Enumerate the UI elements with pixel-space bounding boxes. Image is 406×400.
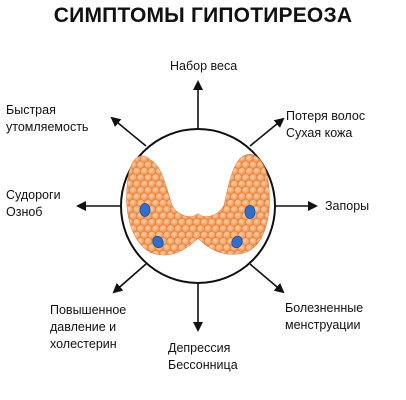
nodule-right-lower: [231, 235, 243, 249]
symptom-left: Судороги Озноб: [6, 188, 61, 219]
arrow-top-right: [249, 117, 285, 147]
arrows: [76, 80, 318, 332]
arrow-bottom-right: [249, 263, 285, 294]
symptom-top-left: Быстрая утомляемость: [6, 103, 89, 134]
symptom-bottom-right: Болезненные менструации: [285, 301, 364, 332]
symptom-top-right: Потеря волос Сухая кожа: [286, 109, 366, 140]
nodule-left-upper: [139, 203, 151, 217]
symptom-bottom: Депрессия Бессонница: [168, 341, 238, 372]
arrow-top-left: [110, 116, 147, 147]
symptom-bottom-left: Повышенное давление и холестерин: [50, 303, 127, 351]
nodule-left-lower: [152, 235, 164, 249]
nodule-right-upper: [244, 205, 256, 219]
arrow-bottom-left: [112, 263, 147, 294]
symptom-top: Набор веса: [170, 59, 238, 73]
symptom-right: Запоры: [325, 199, 370, 213]
page-title: СИМПТОМЫ ГИПОТИРЕОЗА: [53, 4, 353, 27]
